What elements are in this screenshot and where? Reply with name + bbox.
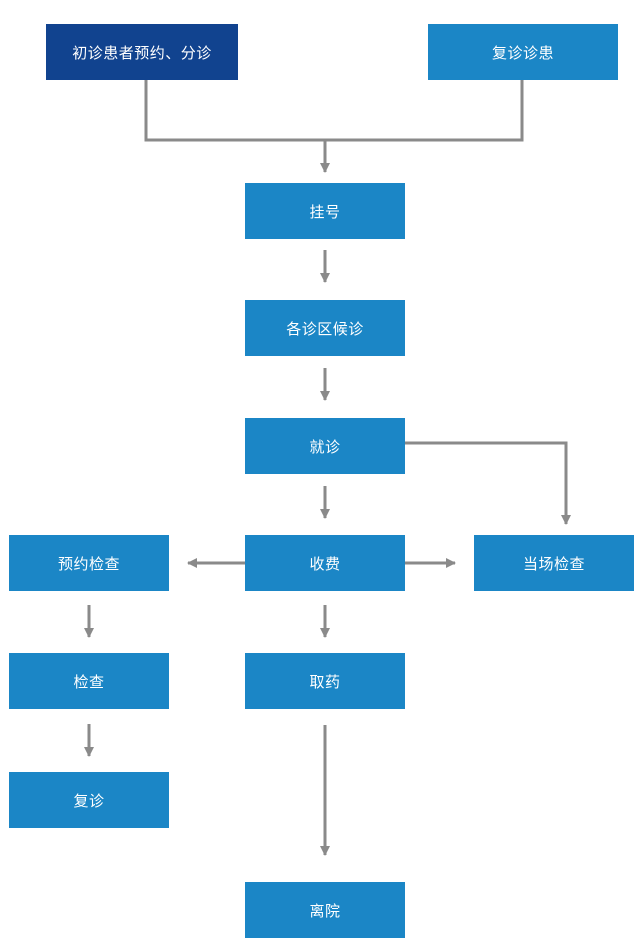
- node-discharge-label: 离院: [309, 901, 341, 920]
- node-follow-up: 复诊: [9, 772, 169, 828]
- node-consult-label: 就诊: [309, 437, 341, 456]
- node-exam: 检查: [9, 653, 169, 709]
- node-revisit: 复诊诊患: [428, 24, 618, 80]
- node-payment: 收费: [245, 535, 405, 591]
- node-first-visit: 初诊患者预约、分诊: [46, 24, 238, 80]
- node-pharmacy-label: 取药: [309, 672, 341, 691]
- node-discharge: 离院: [245, 882, 405, 938]
- node-revisit-label: 复诊诊患: [491, 43, 554, 62]
- node-register: 挂号: [245, 183, 405, 239]
- node-onsite-exam: 当场检查: [474, 535, 634, 591]
- node-payment-label: 收费: [309, 554, 341, 573]
- edge-first-visit-to-register: [144, 80, 325, 142]
- edge-consult-to-onsite-exam: [405, 441, 571, 525]
- node-appointment-exam: 预约检查: [9, 535, 169, 591]
- node-waiting-label: 各诊区候诊: [286, 319, 364, 338]
- node-consult: 就诊: [245, 418, 405, 474]
- node-waiting: 各诊区候诊: [245, 300, 405, 356]
- node-follow-up-label: 复诊: [73, 791, 105, 810]
- node-appointment-exam-label: 预约检查: [57, 554, 120, 573]
- node-exam-label: 检查: [73, 672, 105, 691]
- edge-revisit-to-register: [325, 80, 524, 142]
- node-register-label: 挂号: [309, 202, 341, 221]
- node-onsite-exam-label: 当场检查: [522, 554, 585, 573]
- node-pharmacy: 取药: [245, 653, 405, 709]
- node-first-visit-label: 初诊患者预约、分诊: [72, 43, 212, 62]
